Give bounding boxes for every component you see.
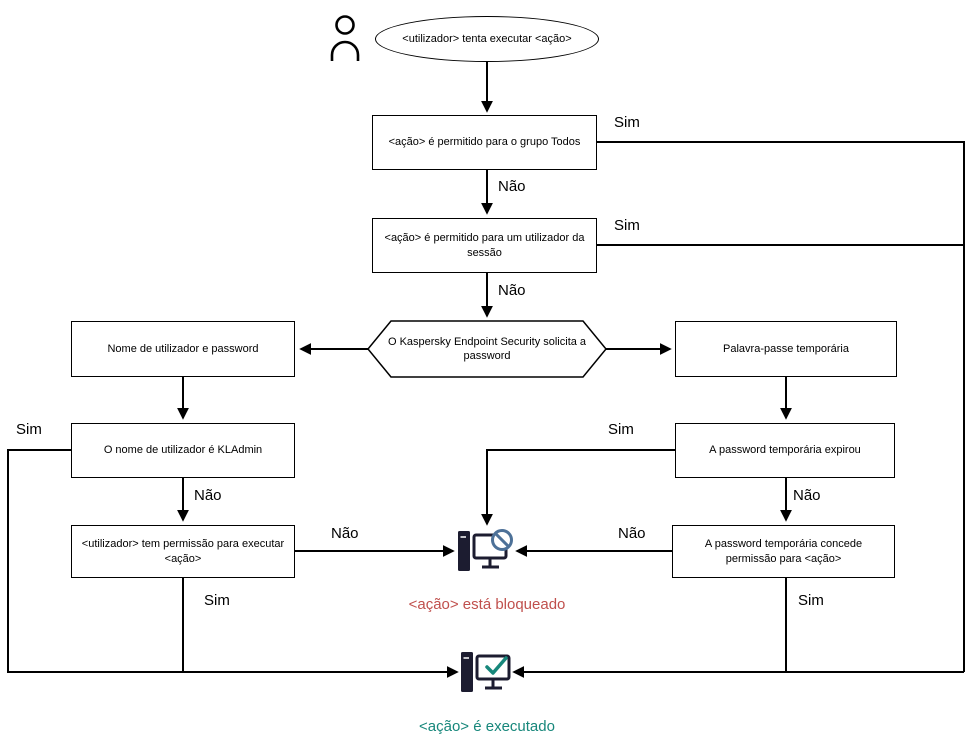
executed-outcome-label: <ação> é executado [419,718,555,735]
start-node: <utilizador> tenta executar <ação> [375,16,599,62]
connector-kladmin-yes-to-executed [7,449,459,678]
node-allowed-for-all-group: <ação> é permitido para o grupo Todos [372,115,597,170]
node-request-password: O Kaspersky Endpoint Security solicita a… [387,335,587,362]
node-username-is-kladmin: O nome de utilizador é KLAdmin [71,423,295,478]
edge-label-yes-temp-grants: Sim [798,592,824,609]
checkmark-icon [485,656,508,675]
decision-hexagon [367,320,607,378]
connector-allowed-all-yes [597,141,965,672]
node-temp-password-grants-permission: A password temporária concede permissão … [672,525,895,578]
edge-label-yes-user-permission: Sim [204,592,230,609]
edge-label-no-kladmin: Não [194,487,222,504]
edge-label-yes-allowed-session: Sim [614,217,640,234]
node-username-and-password: Nome de utilizador e password [71,321,295,377]
user-icon [330,15,360,61]
blocked-computer-icon [458,529,513,571]
node-allowed-for-session-user: <ação> é permitido para um utilizador da… [372,218,597,273]
edge-label-yes-temp-expired: Sim [608,421,634,438]
edge-label-no-user-permission: Não [331,525,359,542]
connector-expired-yes-to-blocked [481,449,675,526]
edge-label-no-temp-expired: Não [793,487,821,504]
edge-label-no-allowed-session: Não [498,282,526,299]
edge-label-no-temp-grants: Não [618,525,646,542]
node-user-has-permission: <utilizador> tem permissão para executar… [71,525,295,578]
edge-label-no-allowed-all: Não [498,178,526,195]
edge-label-yes-allowed-all: Sim [614,114,640,131]
edge-label-yes-kladmin: Sim [16,421,42,438]
blocked-outcome-label: <ação> está bloqueado [408,596,566,613]
executed-computer-icon [461,652,511,692]
node-temp-password-expired: A password temporária expirou [675,423,895,478]
node-temporary-password: Palavra-passe temporária [675,321,897,377]
